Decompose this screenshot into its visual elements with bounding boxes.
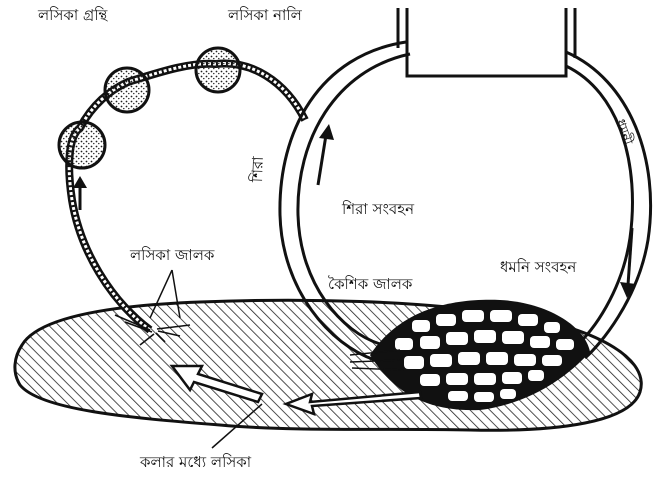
label-lymph-network: লসিকা জালক (130, 248, 214, 263)
label-capillary-network: কৈশিক জালক (328, 277, 412, 292)
lymph-node (59, 122, 105, 168)
label-vein: শিরা (250, 156, 266, 182)
label-tissue-lymph: কলার মধ্যে লসিকা (140, 455, 251, 470)
lymph-vessel (69, 63, 305, 330)
label-venous-flow: শিরা সংবহন (342, 202, 414, 217)
heart-block (398, 8, 575, 76)
label-lymph-duct: লসিকা নালি (228, 8, 302, 23)
venous-flow-arrow (318, 124, 334, 185)
label-arterial-flow: ধমনি সংবহন (500, 260, 576, 275)
arterial-flow-arrow (620, 228, 636, 298)
lymph-node (196, 48, 240, 92)
label-lymph-gland: লসিকা গ্রন্থি (38, 8, 107, 23)
lymph-node (105, 68, 149, 112)
